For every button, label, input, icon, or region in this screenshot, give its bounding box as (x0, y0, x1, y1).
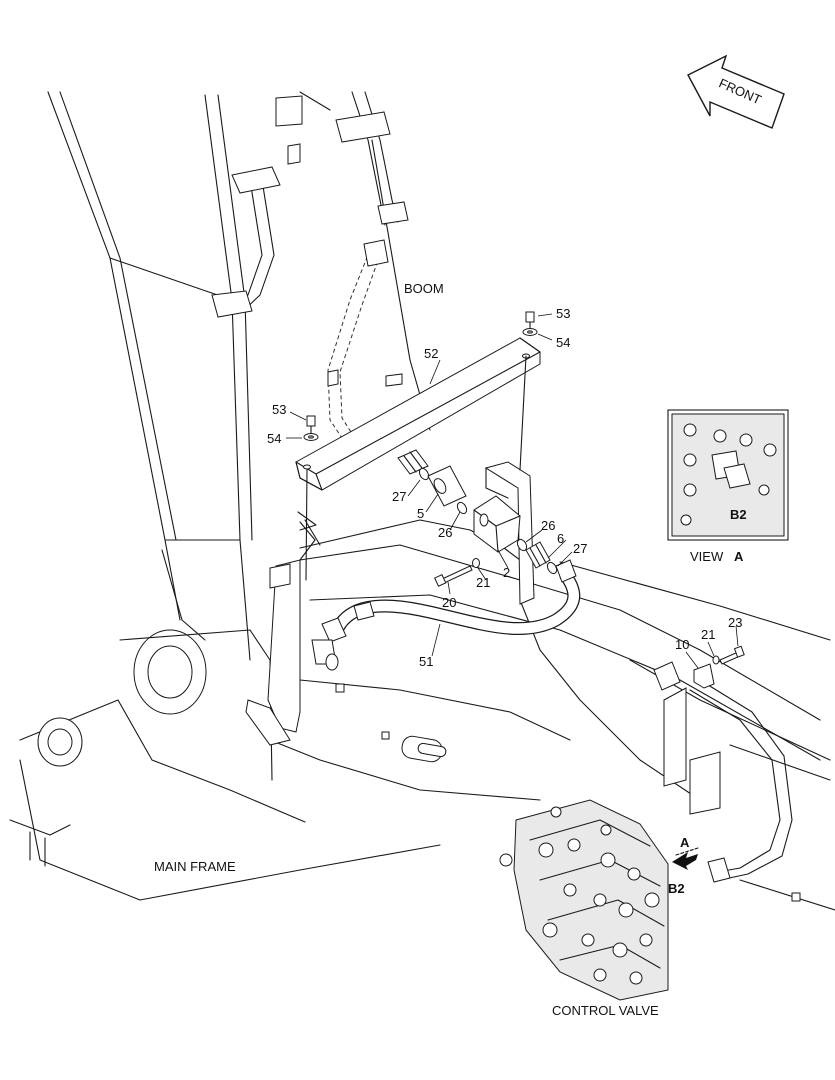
part-number-labels: 53 54 52 53 54 27 5 26 26 6 27 21 2 20 5… (267, 306, 742, 669)
valve-arrow-label: A (680, 835, 690, 850)
valve-block-2 (473, 495, 521, 553)
part-number-26-right: 26 (541, 518, 555, 533)
view-a-inset (667, 409, 789, 541)
control-valve-ports (499, 806, 660, 985)
part-number-52: 52 (424, 346, 438, 361)
part-number-23: 23 (728, 615, 742, 630)
boom-label: BOOM (404, 281, 444, 296)
part-number-21-center: 21 (476, 575, 490, 590)
main-frame-structure (9, 519, 835, 911)
text-labels: BOOM MAIN FRAME CONTROL VALVE VIEW A B2 … (154, 281, 747, 1018)
o-ring-26-right (516, 538, 528, 552)
o-ring-26-left (456, 501, 468, 515)
view-a-arrow (672, 852, 698, 870)
part-number-27-right: 27 (573, 541, 587, 556)
adapter-6 (525, 541, 551, 569)
washer-21-center (472, 558, 480, 568)
inset-port-label: B2 (730, 507, 747, 522)
bolt-23 (719, 645, 745, 665)
bolt-53-left (306, 415, 316, 435)
hose-51 (311, 559, 581, 671)
part-number-2: 2 (503, 565, 510, 580)
valve-port-label: B2 (668, 881, 685, 896)
inset-valve-detail (680, 423, 777, 526)
part-number-5: 5 (417, 506, 424, 521)
view-a-letter: A (734, 549, 744, 564)
bolt-20 (434, 565, 473, 587)
right-pipe (653, 661, 793, 883)
part-number-20: 20 (442, 595, 456, 610)
part-number-26-left: 26 (438, 525, 452, 540)
part-number-27-left: 27 (392, 489, 406, 504)
control-valve (499, 799, 699, 1001)
control-valve-label: CONTROL VALVE (552, 1003, 659, 1018)
part-number-10: 10 (675, 637, 689, 652)
o-ring-27-right (546, 561, 558, 575)
boom-pipes (211, 91, 409, 451)
washer-21-right (712, 655, 720, 665)
part-number-53-top: 53 (556, 306, 570, 321)
part-number-54-left: 54 (267, 431, 281, 446)
part-number-53-left: 53 (272, 402, 286, 417)
washer-54-top (522, 328, 538, 336)
clamp-10 (693, 663, 715, 689)
part-number-51: 51 (419, 654, 433, 669)
adapter-5 (427, 465, 467, 507)
bolt-53-top (525, 311, 535, 331)
fitting-upper (397, 449, 429, 475)
part-number-54-top: 54 (556, 335, 570, 350)
washer-54-left (303, 433, 319, 441)
part-number-6: 6 (557, 531, 564, 546)
bracket-52 (295, 337, 541, 605)
part-number-21-right: 21 (701, 627, 715, 642)
front-arrow: FRONT (687, 54, 785, 129)
boom-structure (47, 91, 431, 661)
leader-lines (286, 313, 739, 669)
main-frame-label: MAIN FRAME (154, 859, 236, 874)
o-ring-27-left (418, 467, 430, 481)
view-a-prefix: VIEW (690, 549, 724, 564)
